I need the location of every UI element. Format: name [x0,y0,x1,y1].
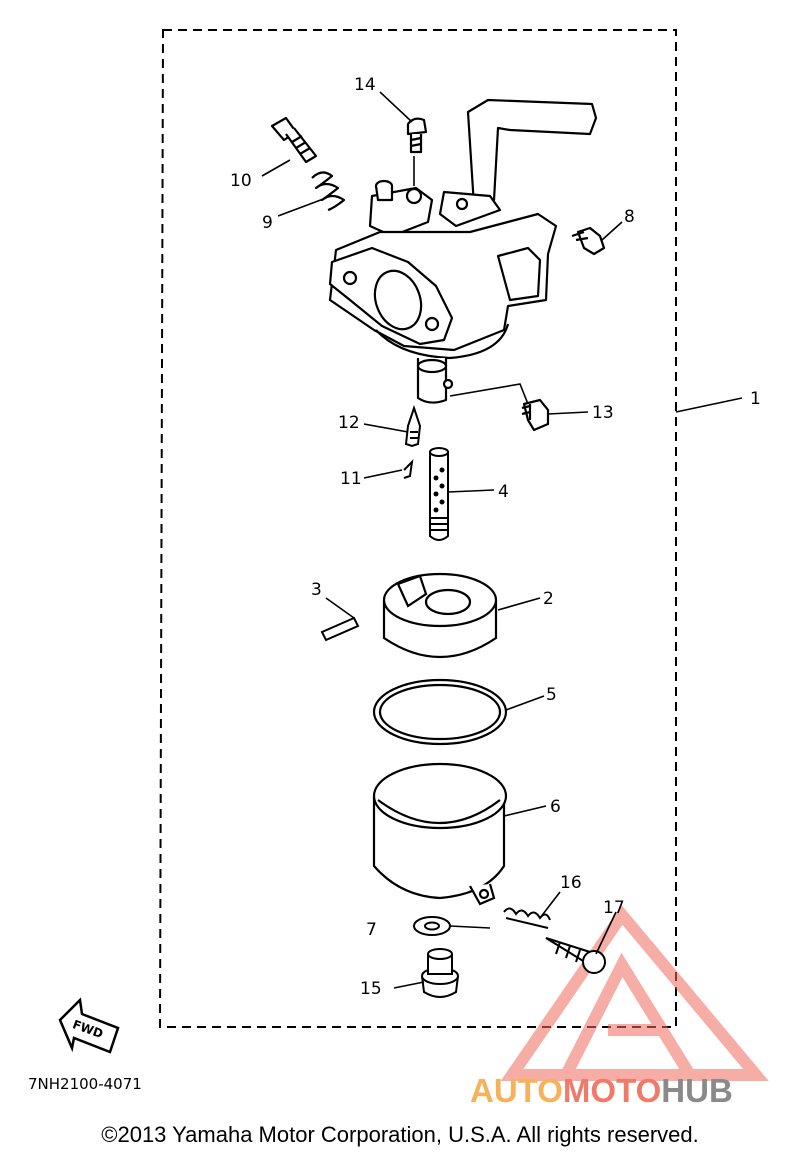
callout-13: 13 [592,403,614,423]
watermark-hub: HUB [661,1072,733,1109]
callout-14: 14 [354,75,376,95]
float-bowl [372,762,508,906]
fwd-arrow-icon: FWD [58,997,120,1054]
callout-6: 6 [550,797,561,817]
idle-spring [503,907,551,929]
callout-3: 3 [311,580,322,600]
callouts: 1 2 3 4 5 6 7 8 9 10 11 12 13 14 15 16 1… [230,75,761,999]
main-jet [429,447,449,541]
float-bowl-gasket [372,678,508,746]
needle-clip [403,459,414,479]
watermark-logo-icon [500,905,769,1081]
diagram-code: 7NH2100-4071 [28,1075,142,1093]
watermark-auto: AUTO [470,1072,563,1109]
callout-7: 7 [366,920,377,940]
callout-8: 8 [624,207,635,227]
copyright-text: ©2013 Yamaha Motor Corporation, U.S.A. A… [101,1122,699,1147]
callout-10: 10 [230,171,252,191]
callout-1: 1 [750,389,761,409]
watermark-text: AUTOMOTOHUB [470,1072,733,1110]
float-pin [320,616,360,642]
callout-16: 16 [560,873,582,893]
callout-5: 5 [546,685,557,705]
assembly-boundary [158,29,677,1028]
pilot-screw [545,937,606,974]
washer [413,916,451,936]
callout-9: 9 [262,213,273,233]
drain-plug [421,948,459,998]
callout-11: 11 [340,469,362,489]
carburetor-body [270,98,606,432]
callout-4: 4 [498,482,509,502]
callout-15: 15 [360,979,382,999]
watermark-moto: MOTO [562,1072,662,1109]
callout-12: 12 [338,413,360,433]
callout-2: 2 [543,589,554,609]
leader-lines [261,91,743,989]
float [382,572,498,659]
callout-17: 17 [603,898,625,918]
needle-valve [404,404,422,448]
